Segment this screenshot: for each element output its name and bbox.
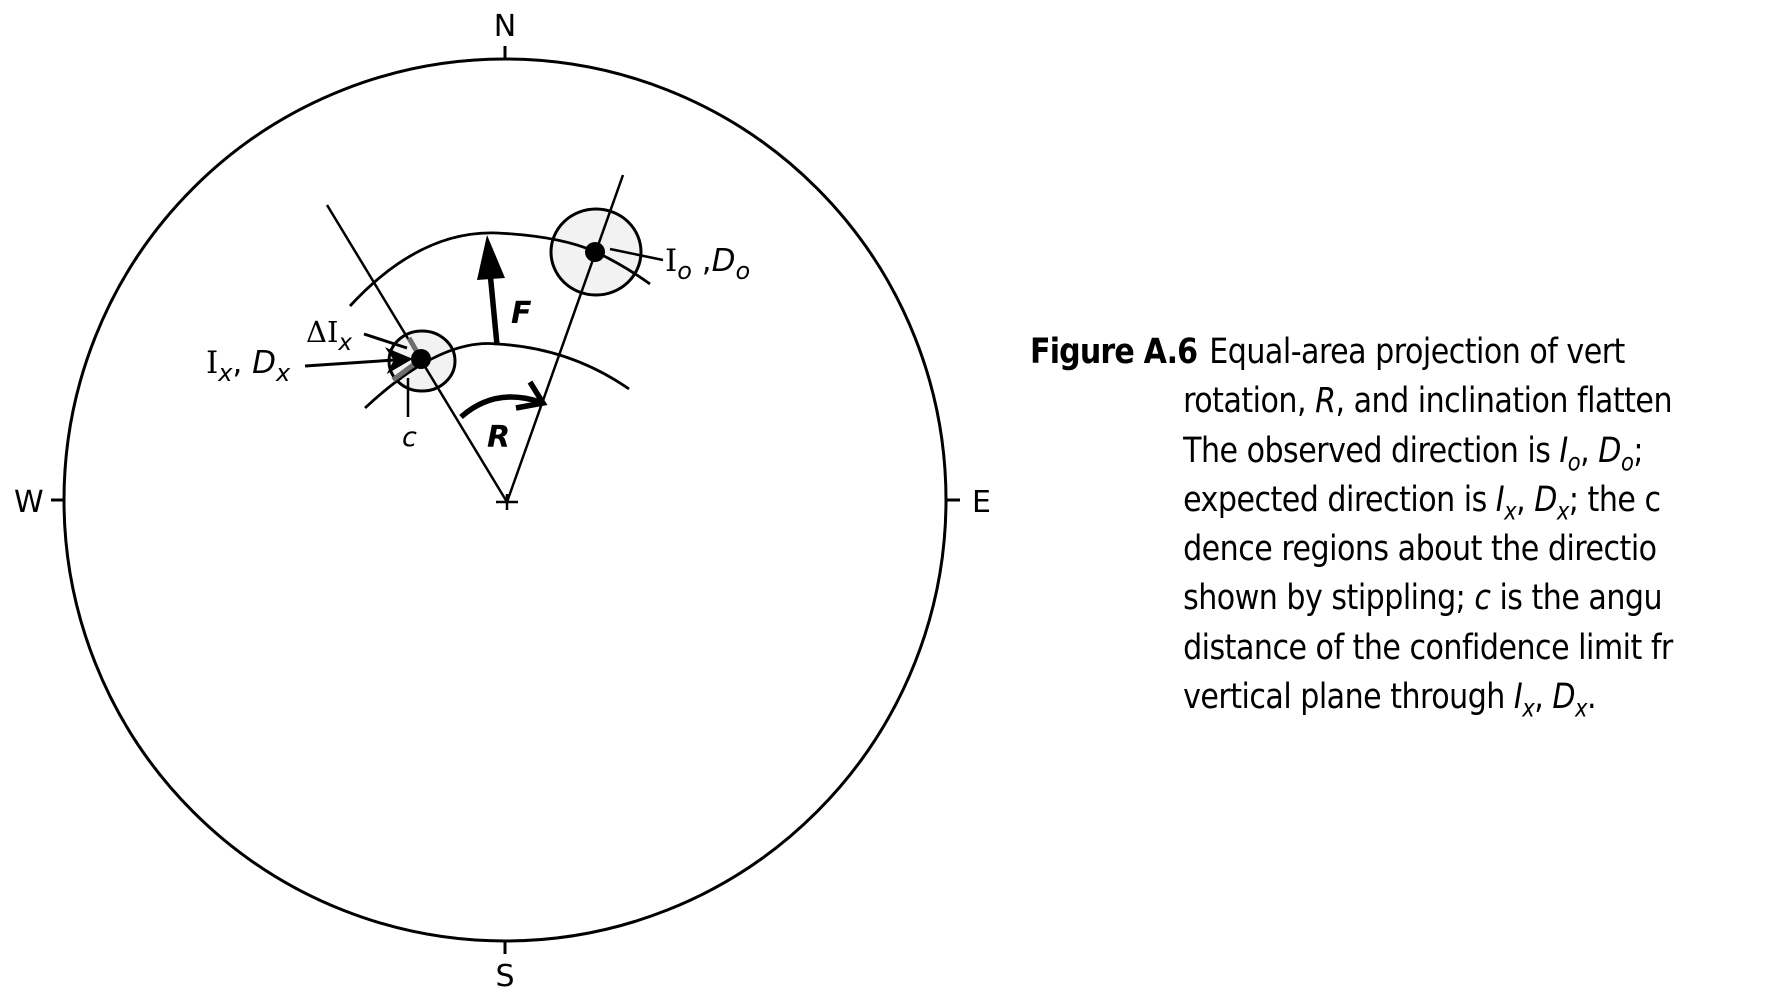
delta-i-leader xyxy=(363,332,408,350)
caption-symbol: I xyxy=(1513,677,1523,718)
expected-direction-label: Ix, Dx xyxy=(206,345,291,387)
east-label: E xyxy=(972,485,991,520)
observed-inclination-arc xyxy=(348,231,651,307)
caption-text: ; xyxy=(1633,430,1643,471)
caption-text: rotation, xyxy=(1183,381,1316,422)
observed-direction-dot xyxy=(585,242,605,262)
caption-symbol: I xyxy=(1495,479,1505,520)
caption-text: distance of the confidence limit fr xyxy=(1183,627,1673,668)
figure-number: Figure A.6 xyxy=(1030,332,1198,372)
caption-text: , xyxy=(1580,430,1599,471)
caption-line-5: dence regions about the directio xyxy=(1030,525,1684,574)
caption-text: , xyxy=(1516,479,1535,520)
delta-i-label: ΔIx xyxy=(306,315,352,356)
caption-text: vertical plane through xyxy=(1183,677,1514,718)
caption-symbol: D xyxy=(1534,479,1557,520)
observed-leader-line xyxy=(609,247,664,262)
caption-symbol: I xyxy=(1559,430,1568,471)
compass-ticks xyxy=(51,46,960,954)
south-label: S xyxy=(495,959,514,994)
flattening-label: F xyxy=(511,296,532,331)
expected-direction-dot xyxy=(411,349,431,369)
caption-line-2: rotation, R, and inclination flatten xyxy=(1030,377,1684,426)
caption-symbol: D xyxy=(1552,677,1576,718)
rotation-label: R xyxy=(487,420,510,455)
caption-line-7: distance of the confidence limit fr xyxy=(1030,624,1684,673)
caption-subscript: x xyxy=(1522,693,1535,723)
caption-text: expected direction is xyxy=(1183,479,1496,520)
caption-subscript: o xyxy=(1567,447,1581,477)
caption-text: , and inclination flatten xyxy=(1335,381,1673,422)
caption-text: is the angu xyxy=(1490,578,1663,619)
north-label: N xyxy=(494,9,516,44)
observed-declination-plane xyxy=(505,174,625,503)
caption-line-6: shown by stippling; c is the angu xyxy=(1030,574,1684,623)
caption-text: . xyxy=(1586,677,1597,718)
rotation-arrow xyxy=(459,380,548,420)
observed-direction-label: Io ,Do xyxy=(665,243,750,285)
west-label: W xyxy=(14,485,44,520)
caption-text: ; the c xyxy=(1568,479,1661,520)
caption-line-1: Figure A.6 Equal-area projection of vert xyxy=(1030,328,1684,377)
c-label: c xyxy=(402,422,417,453)
caption-subscript: x xyxy=(1556,496,1569,526)
caption-line-4: expected direction is Ix, Dx; the c xyxy=(1030,476,1684,525)
caption-text: dence regions about the directio xyxy=(1183,529,1657,570)
caption-text: , xyxy=(1534,677,1553,718)
caption-line-8: vertical plane through Ix, Dx. xyxy=(1030,673,1684,722)
caption-line-3: The observed direction is Io, Do; xyxy=(1030,427,1684,476)
caption-text: Equal-area projection of vert xyxy=(1209,332,1625,372)
caption-symbol: c xyxy=(1474,578,1491,619)
expected-direction-arrow xyxy=(304,347,413,375)
flattening-arrow xyxy=(477,235,505,346)
caption-text: The observed direction is xyxy=(1183,430,1560,471)
caption-subscript: o xyxy=(1620,447,1634,477)
caption-symbol: D xyxy=(1598,430,1621,471)
caption-symbol: R xyxy=(1315,381,1336,422)
caption-text: shown by stippling; xyxy=(1183,578,1475,619)
caption-subscript: x xyxy=(1504,496,1517,526)
caption-subscript: x xyxy=(1575,693,1587,723)
